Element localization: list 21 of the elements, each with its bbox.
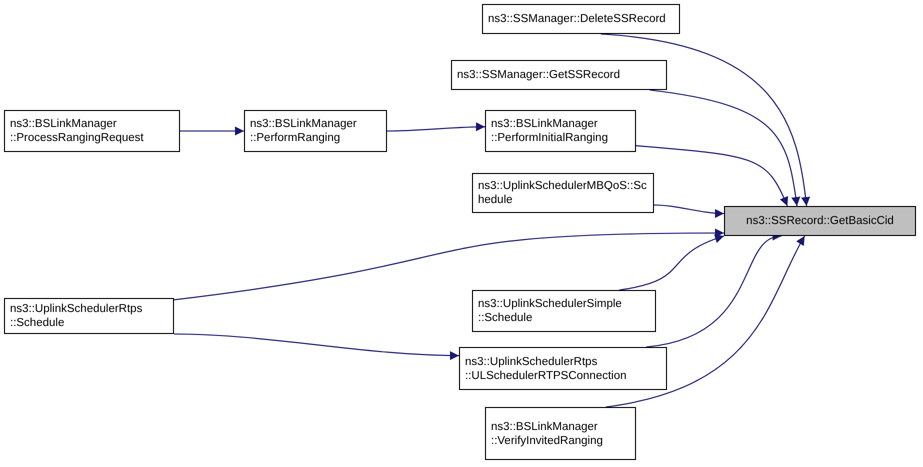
arrow <box>174 228 724 300</box>
arrow <box>636 145 788 206</box>
arrow <box>174 333 460 360</box>
arrow <box>180 126 244 136</box>
arrow <box>387 122 485 132</box>
function-box: ns3::UplinkSchedulerMBQoS::Schedule <box>472 173 654 213</box>
function-box: ns3::UplinkSchedulerSimple ::Schedule <box>472 290 656 332</box>
function-box: ns3::BSLinkManager ::PerformRanging <box>244 110 387 152</box>
function-box: ns3::SSManager::DeleteSSRecord <box>482 4 680 34</box>
highlighted-function-box: ns3::SSRecord::GetBasicCid <box>724 206 916 236</box>
arrow <box>606 236 806 408</box>
arrow <box>650 89 800 206</box>
function-box: ns3::BSLinkManager ::PerformInitialRanging <box>485 110 636 152</box>
arrow <box>654 204 724 218</box>
arrow <box>600 33 810 206</box>
function-box: ns3::BSLinkManager ::ProcessRangingRequest <box>4 110 180 152</box>
function-box: ns3::SSManager::GetSSRecord <box>451 60 667 90</box>
function-box: ns3::UplinkSchedulerRtps ::Schedule <box>4 298 174 334</box>
function-box: ns3::BSLinkManager ::VerifyInvitedRanging <box>485 407 636 460</box>
function-box: ns3::UplinkSchedulerRtps ::ULSchedulerRTPSConnection <box>459 347 667 390</box>
arrow <box>619 234 724 291</box>
